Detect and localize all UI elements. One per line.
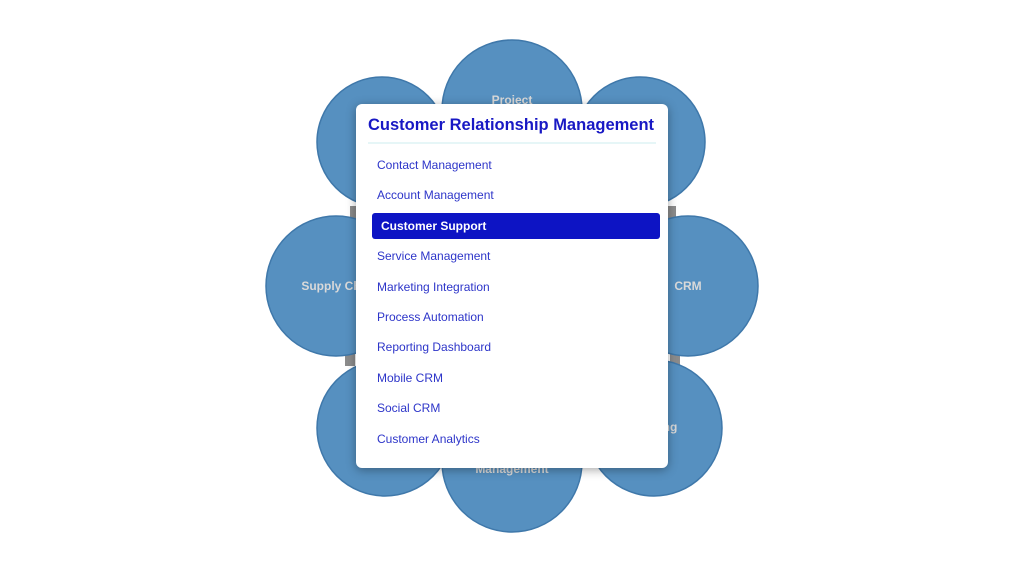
submenu-item-customer-support[interactable]: Customer Support [372, 212, 660, 239]
submenu-item-contact-management[interactable]: Contact Management [377, 158, 492, 172]
petal-connector [350, 206, 358, 218]
petal-label-crm: CRM [674, 279, 701, 293]
crm-submenu-panel: Customer Relationship Management Contact… [356, 104, 668, 468]
title-divider [368, 142, 656, 144]
submenu-item-account-management[interactable]: Account Management [377, 188, 494, 203]
submenu-item-reporting-dashboard[interactable]: Reporting Dashboard [377, 340, 492, 355]
submenu-title: Customer Relationship Management [368, 116, 655, 134]
submenu-item-social-crm[interactable]: Social CRM [377, 401, 441, 416]
submenu-item-marketing-integration[interactable]: Marketing Integration [377, 279, 490, 294]
petal-connector [345, 354, 355, 366]
petal-label-supply-chain: Supply Ch [301, 279, 360, 293]
submenu-item-service-management[interactable]: Service Management [377, 249, 491, 264]
submenu-item-customer-analytics[interactable]: Customer Analytics [377, 431, 480, 446]
submenu-item-mobile-crm[interactable]: Mobile CRM [377, 370, 444, 385]
petal-connectors [345, 206, 680, 366]
submenu-item-process-automation[interactable]: Process Automation [377, 309, 484, 324]
petal-label-project: Project [492, 93, 533, 107]
petal-connector [670, 354, 680, 366]
petal-connector [666, 206, 676, 218]
